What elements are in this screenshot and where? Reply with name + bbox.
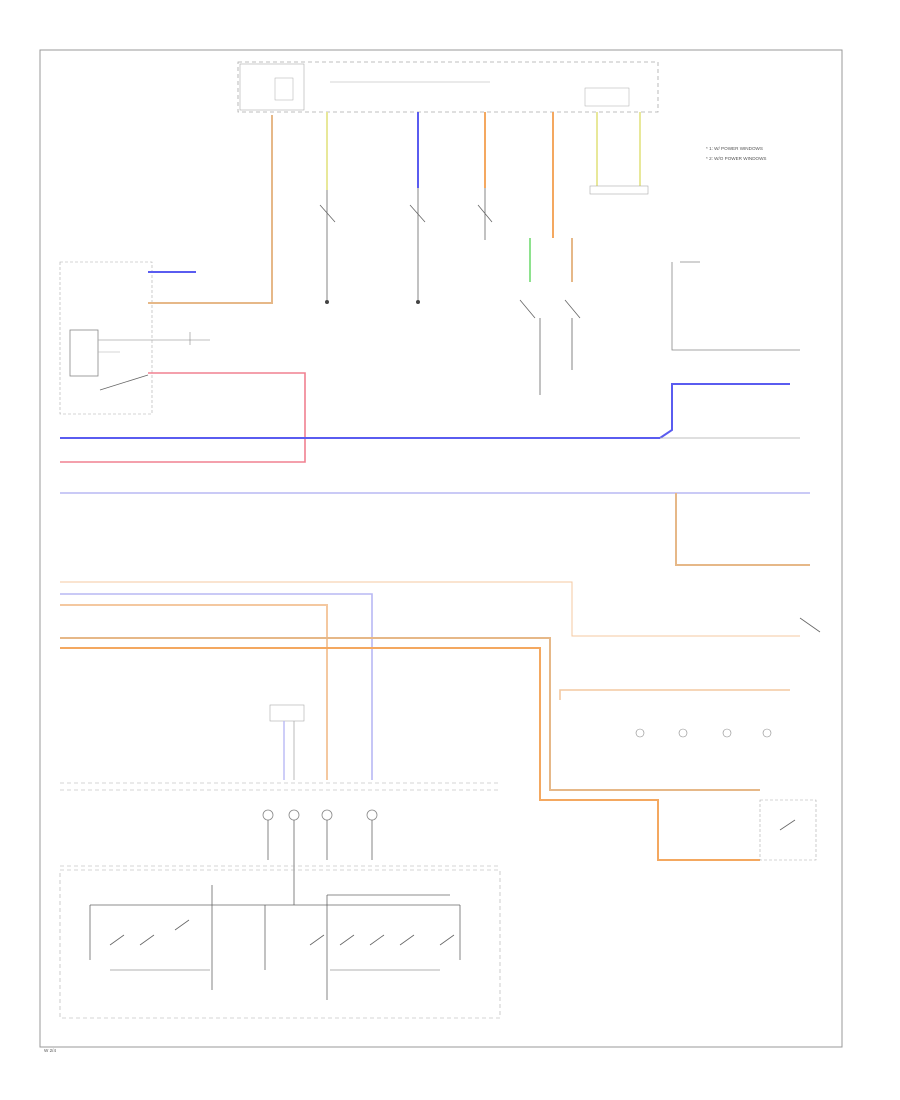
legend-notes: * 1: W/ POWER WINDOWS * 2: W/O POWER WIN… [706, 146, 766, 161]
note-2: * 2: W/O POWER WINDOWS [706, 156, 766, 161]
diagram-frame [39, 49, 843, 1048]
footer-code: W 2/4 [44, 1048, 56, 1053]
steering-switches [59, 869, 501, 1019]
center-cluster [60, 704, 500, 905]
left-switch-block [59, 261, 210, 415]
top-wires [148, 112, 649, 395]
main-wires [60, 372, 810, 861]
right-lower [635, 617, 821, 861]
note-1: * 1: W/ POWER WINDOWS [706, 146, 763, 151]
right-boxes [671, 261, 800, 351]
top-module [237, 61, 659, 113]
